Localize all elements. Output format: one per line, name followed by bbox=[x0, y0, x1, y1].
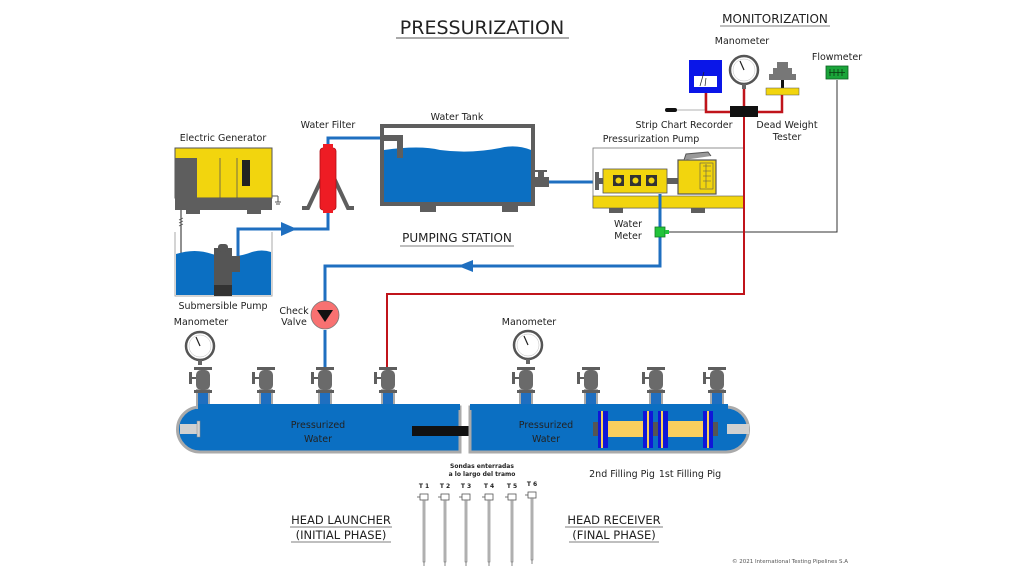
pumping-station-heading: PUMPING STATION bbox=[402, 231, 512, 245]
water-meter: Water Meter bbox=[614, 219, 669, 242]
probe-label-t4: T 4 bbox=[484, 483, 494, 490]
check-valve: Check Valve bbox=[279, 300, 340, 370]
first-filling-pig bbox=[658, 411, 718, 448]
probe-t2 bbox=[437, 493, 450, 567]
strip-chart-recorder-label: Strip Chart Recorder bbox=[635, 120, 732, 131]
head-launcher-line-2: (INITIAL PHASE) bbox=[296, 528, 387, 542]
check-valve-label-2: Valve bbox=[281, 317, 307, 328]
head-receiver-line-2: (FINAL PHASE) bbox=[572, 528, 656, 542]
water-meter-label-1: Water bbox=[614, 219, 642, 230]
water-filter-label: Water Filter bbox=[301, 120, 356, 131]
strip-chart-recorder: Strip Chart Recorder bbox=[635, 60, 733, 131]
flowmeter-signal-line bbox=[669, 80, 838, 233]
probe-label-t1: T 1 bbox=[419, 483, 429, 490]
water-filter: Water Filter bbox=[301, 120, 392, 213]
water-tank: Water Tank PUMPING STATION bbox=[380, 112, 549, 247]
probe-label-t5: T 5 bbox=[507, 483, 517, 490]
pressurization-pump-label: Pressurization Pump bbox=[603, 134, 699, 145]
copyright-text: © 2021 International Testing Pipelines S… bbox=[732, 558, 848, 565]
probes-caption-2: a lo largo del tramo bbox=[449, 471, 516, 478]
dead-weight-tester: Dead Weight Tester bbox=[756, 62, 818, 143]
flowmeter: Flowmeter bbox=[812, 52, 862, 80]
pressurized-water-left-2: Water bbox=[304, 434, 332, 445]
probe-t5 bbox=[504, 493, 517, 567]
probes-caption-1: Sondas enterradas bbox=[450, 463, 514, 470]
probe-label-t2: T 2 bbox=[440, 483, 450, 490]
pressurization-pump: Pressurization Pump bbox=[592, 134, 745, 213]
temperature-probes: Sondas enterradas a lo largo del tramo T… bbox=[416, 463, 537, 567]
flowmeter-label: Flowmeter bbox=[812, 52, 862, 63]
manometer-monitor-label: Manometer bbox=[715, 36, 770, 47]
return-flow-arrow-icon bbox=[458, 260, 473, 272]
head-launcher-line-1: HEAD LAUNCHER bbox=[291, 513, 391, 527]
monitorization-text: MONITORIZATION bbox=[722, 12, 828, 26]
dead-weight-tester-label-2: Tester bbox=[772, 132, 802, 143]
dead-weight-tester-label-1: Dead Weight bbox=[756, 120, 817, 131]
check-valve-label-1: Check bbox=[279, 306, 309, 317]
monitorization-heading: MONITORIZATION bbox=[720, 12, 830, 27]
first-filling-pig-label: 1st Filling Pig bbox=[659, 469, 721, 480]
pressurized-water-right-2: Water bbox=[532, 434, 560, 445]
manifold-block bbox=[730, 106, 758, 117]
probe-t3 bbox=[458, 493, 471, 567]
second-filling-pig-label: 2nd Filling Pig bbox=[589, 469, 655, 480]
electric-generator-label: Electric Generator bbox=[180, 133, 267, 144]
probe-label-t3: T 3 bbox=[461, 483, 471, 490]
title-text: PRESSURIZATION bbox=[400, 17, 564, 39]
head-launcher: Manometer Pressurized Water bbox=[174, 317, 462, 454]
water-meter-label-2: Meter bbox=[614, 231, 642, 242]
head-receiver: Manometer Pressurized Water 2nd Filling … bbox=[468, 317, 750, 480]
manometer-launcher-label: Manometer bbox=[174, 317, 229, 328]
head-launcher-heading: HEAD LAUNCHER (INITIAL PHASE) bbox=[290, 513, 392, 543]
second-filling-pig bbox=[593, 411, 658, 448]
pressure-sensing-line bbox=[386, 117, 745, 370]
probe-t6 bbox=[524, 491, 537, 565]
probe-label-t6: T 6 bbox=[527, 481, 537, 488]
manometer-monitor: Manometer bbox=[715, 36, 770, 91]
probe-t4 bbox=[481, 493, 494, 567]
head-receiver-line-1: HEAD RECEIVER bbox=[567, 513, 660, 527]
head-receiver-heading: HEAD RECEIVER (FINAL PHASE) bbox=[565, 513, 663, 543]
water-tank-label: Water Tank bbox=[431, 112, 484, 123]
manometer-receiver-label: Manometer bbox=[502, 317, 557, 328]
flow-arrow-icon bbox=[281, 222, 297, 236]
main-title: PRESSURIZATION bbox=[396, 17, 569, 39]
pressurized-water-left-1: Pressurized bbox=[291, 420, 345, 431]
electric-generator: Electric Generator bbox=[174, 133, 281, 263]
pressurized-water-right-1: Pressurized bbox=[519, 420, 573, 431]
submersible-pump-label: Submersible Pump bbox=[178, 301, 267, 312]
submersible-pump: Submersible Pump bbox=[174, 232, 273, 312]
probe-t1 bbox=[416, 493, 429, 567]
